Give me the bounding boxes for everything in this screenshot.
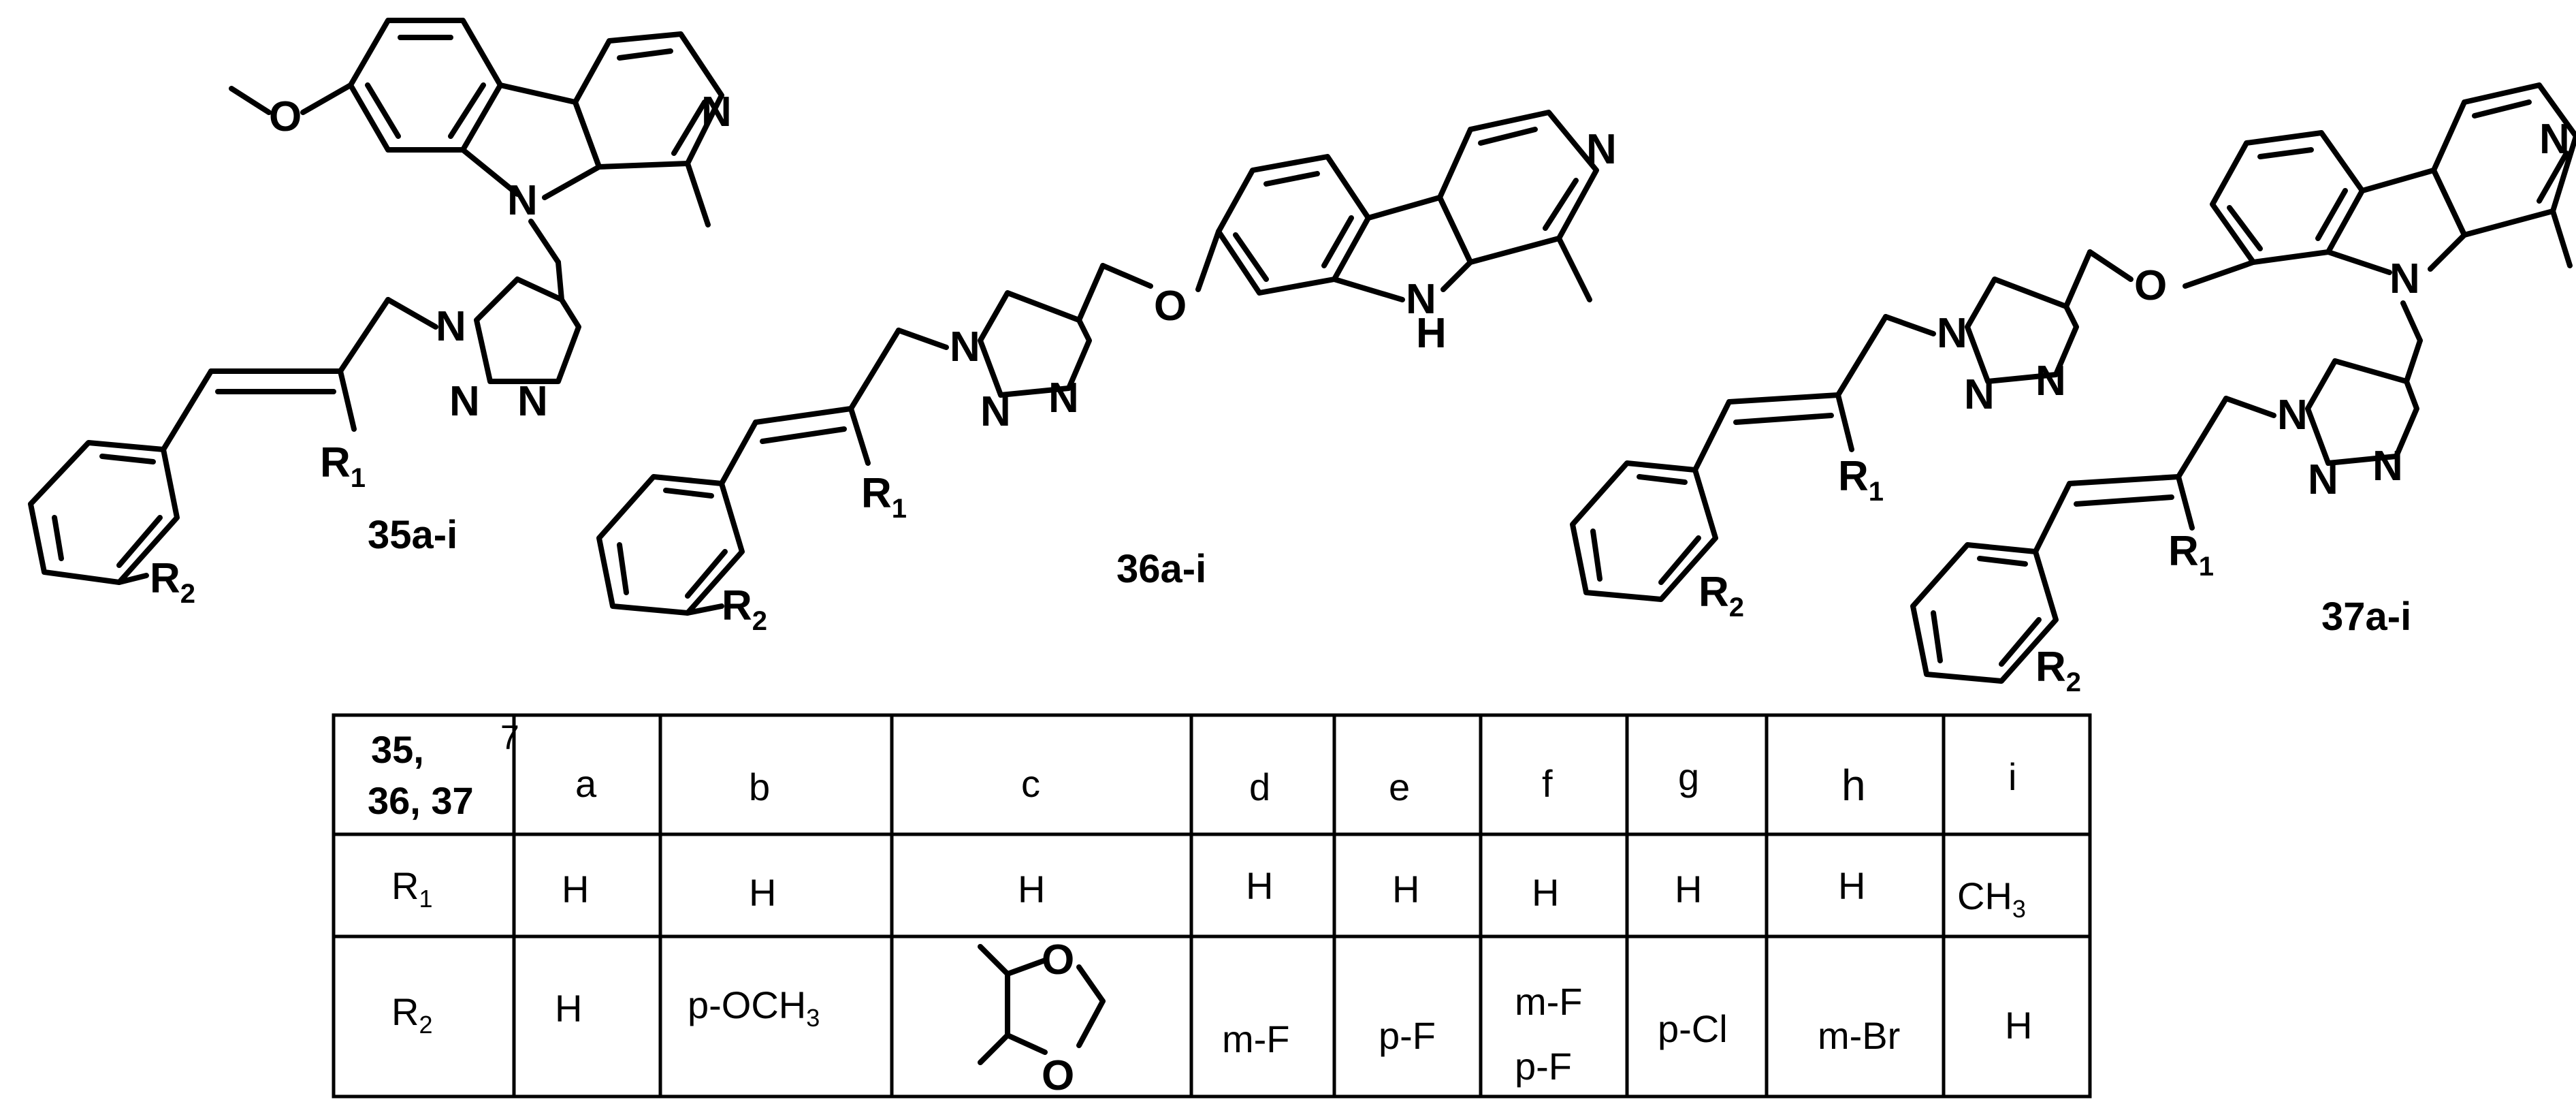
r1-h: H	[1838, 864, 1865, 907]
col-g: g	[1678, 755, 1699, 798]
r1-label-37-lower: R1	[2168, 528, 2214, 582]
r1-e: H	[1392, 868, 1419, 911]
triazole-n1-35: N	[436, 303, 466, 350]
col-d: d	[1249, 766, 1270, 808]
triazole-upper-n1-37: N	[1937, 310, 1967, 357]
col-b: b	[749, 766, 770, 808]
row-r1-label: R1	[391, 864, 432, 913]
structure-37: N N O N N N R1 R2 N N	[1570, 82, 2576, 697]
methoxy-oxygen-35: O	[269, 93, 302, 140]
r2-f-line2: p-F	[1515, 1045, 1572, 1088]
r2-e: p-F	[1379, 1014, 1436, 1057]
r1-b: H	[749, 871, 776, 914]
triazole-n1-36: N	[950, 324, 980, 370]
r2-d: m-F	[1222, 1018, 1290, 1060]
r1-c: H	[1018, 868, 1045, 911]
ether-oxygen-37: O	[2134, 262, 2167, 309]
col-c: c	[1021, 762, 1040, 805]
table-header-top: 35,	[371, 728, 424, 771]
pyridine-nitrogen-36: N	[1586, 126, 1617, 173]
r1-g: H	[1675, 868, 1702, 911]
methylenedioxy-fragment: O O	[978, 936, 1106, 1099]
structure-36: N H N O N N N R1 R2 36a-i	[596, 110, 1617, 636]
r2-f-line1: m-F	[1515, 980, 1583, 1023]
dioxole-oxygen-top: O	[1042, 936, 1074, 983]
r1-label-35: R1	[320, 439, 366, 493]
pyridine-nitrogen-35: N	[701, 89, 732, 136]
col-e: e	[1389, 766, 1410, 808]
triazole-lower-n3-37: N	[2372, 443, 2403, 490]
structure-35: O N N N N N R1 R2 35a-i	[28, 18, 732, 609]
triazole-n3-36: N	[1048, 375, 1079, 422]
r2-label-36: R2	[722, 582, 767, 636]
compound-label-36: 36a-i	[1116, 547, 1206, 591]
r2-label-35: R2	[150, 555, 195, 609]
substituent-table: 35, 7 36, 37 a b c d e f g h i R1 H H H …	[332, 713, 2092, 1099]
compound-label-35: 35a-i	[368, 513, 457, 557]
compound-label-37: 37a-i	[2321, 595, 2411, 639]
r1-label-36: R1	[861, 470, 907, 524]
r2-a: H	[555, 987, 582, 1030]
col-i: i	[2008, 755, 2016, 798]
triazole-upper-n2-37: N	[1964, 371, 1995, 418]
ether-oxygen-36: O	[1154, 283, 1187, 330]
triazole-n2-35: N	[449, 378, 480, 425]
col-a: a	[575, 762, 597, 805]
row-r2-label: R2	[391, 990, 432, 1039]
r1-f: H	[1532, 871, 1559, 914]
triazole-lower-n1-37: N	[2277, 392, 2308, 439]
r2-label-37-upper: R2	[1698, 569, 1744, 622]
r1-label-37-upper: R1	[1838, 453, 1884, 507]
col-h: h	[1841, 761, 1866, 810]
r1-i: CH3	[1957, 874, 2026, 923]
col-f: f	[1542, 762, 1553, 805]
r2-g: p-Cl	[1658, 1007, 1728, 1050]
r1-d: H	[1246, 864, 1273, 907]
r2-h: m-Br	[1818, 1014, 1900, 1057]
triazole-upper-n3-37: N	[2035, 358, 2066, 405]
indole-nitrogen-37: N	[2389, 255, 2420, 302]
indole-nitrogen-35: N	[507, 177, 538, 224]
triazole-lower-n2-37: N	[2308, 456, 2338, 503]
indole-nh-h-36: H	[1416, 310, 1447, 357]
r2-label-37-lower: R2	[2035, 644, 2081, 697]
table-header-bottom: 36, 37	[368, 779, 474, 822]
triazole-n2-36: N	[980, 388, 1011, 435]
r2-b: p-OCH3	[688, 983, 820, 1032]
dioxole-oxygen-bottom: O	[1042, 1052, 1074, 1099]
table-header-superscript: 7	[500, 719, 519, 757]
triazole-n3-35: N	[517, 378, 548, 425]
pyridine-nitrogen-37: N	[2539, 116, 2570, 163]
indole-nh-n-36: N	[1406, 276, 1436, 323]
r2-i: H	[2005, 1004, 2032, 1047]
r1-a: H	[562, 868, 589, 911]
